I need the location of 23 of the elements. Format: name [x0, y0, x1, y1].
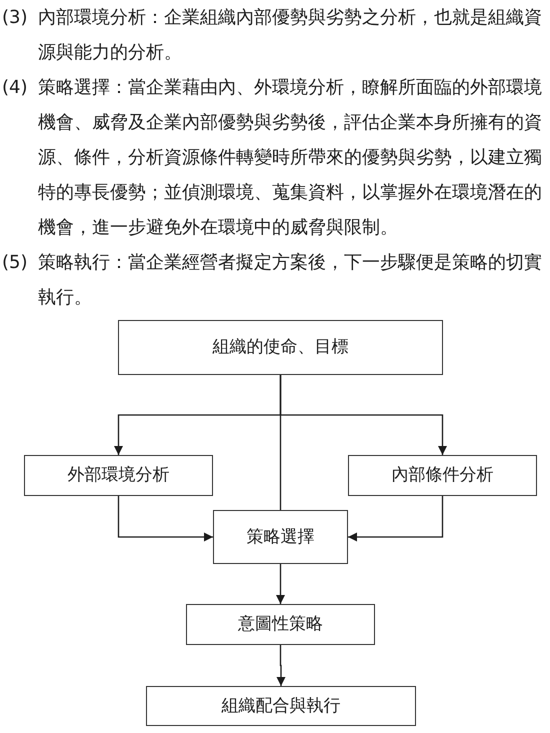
process-box: [146, 686, 416, 726]
box-label: 組織的使命、目標: [212, 336, 348, 359]
box-label: 組織配合與執行: [222, 694, 340, 718]
process-box: [348, 455, 537, 496]
box-label: 策略選擇: [246, 526, 314, 548]
process-box: [118, 320, 443, 375]
arrow: [276, 564, 285, 604]
box-label: 內部條件分析: [392, 464, 494, 487]
arrow: [276, 645, 286, 686]
paragraph: 內部環境分析：企業組織內部優勢與劣勢之分析，也就是組織資源與能力的分析。: [38, 6, 543, 65]
paragraph: 策略選擇：當企業藉由內、外環境分析，瞭解所面臨的外部環境機會、威脅及企業內部優勢與劣勢後，評估企業本身所擁有的資源、條件，分析資源條件轉變時所帶來的優勢與劣勢，以建立獨特的專長優勢；並偵測環境、蒐集資料，以掌握外在環境潛在的機會，進一步避免外在環境中的威脅與限制。: [38, 76, 543, 240]
process-box: [186, 604, 375, 645]
box-label: 外部環境分析: [68, 464, 170, 487]
list-number: (5): [1, 251, 28, 275]
process-box: [24, 455, 213, 496]
paragraph: 策略執行：當企業經營者擬定方案後，下一步驟便是策略的切實執行。: [38, 251, 543, 310]
list-number: (3): [1, 6, 28, 30]
connector-line: [280, 375, 282, 510]
process-box: [213, 510, 348, 564]
arrow: [118, 496, 213, 542]
list-number: (4): [1, 76, 28, 100]
box-label: 意圖性策略: [238, 613, 323, 636]
arrow: [348, 496, 444, 542]
